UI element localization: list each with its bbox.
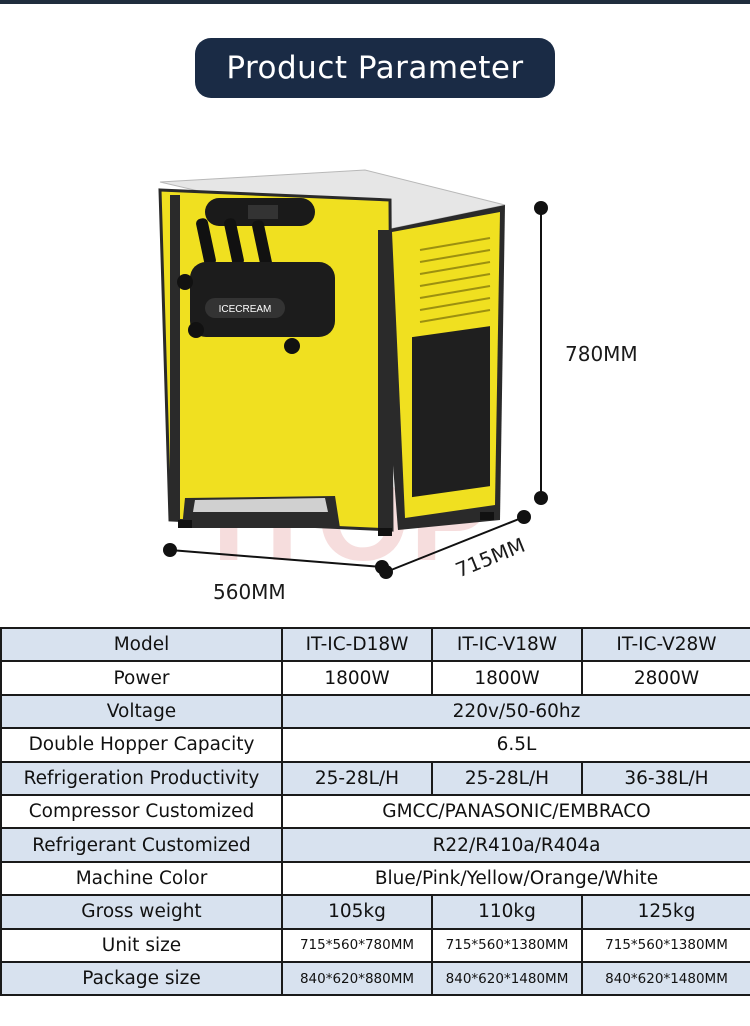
table-row: Unit size 715*560*780MM 715*560*1380MM 7…: [0, 927, 750, 963]
height-dimension-label: 780MM: [565, 342, 638, 366]
table-cell: 110kg: [431, 894, 583, 930]
row-label: Unit size: [0, 927, 283, 963]
ice-cream-machine: ICECREAM: [158, 169, 506, 536]
panel-label: ICECREAM: [219, 304, 272, 315]
table-cell: 1800W: [281, 660, 433, 696]
table-cell: 36-38L/H: [581, 760, 750, 796]
table-cell: 840*620*1480MM: [581, 960, 750, 997]
table-cell: 6.5L: [281, 727, 750, 763]
row-label: Gross weight: [0, 894, 283, 930]
table-cell: R22/R410a/R404a: [281, 827, 750, 863]
table-cell: 715*560*780MM: [281, 927, 433, 963]
row-label: Power: [0, 660, 283, 696]
row-label: Package size: [0, 960, 283, 997]
table-row: Package size 840*620*880MM 840*620*1480M…: [0, 960, 750, 997]
table-row: Voltage 220v/50-60hz: [0, 693, 750, 730]
table-row: Refrigeration Productivity 25-28L/H 25-2…: [0, 760, 750, 796]
table-cell: 715*560*1380MM: [431, 927, 583, 963]
row-label: Model: [0, 626, 283, 663]
table-row: Compressor Customized GMCC/PANASONIC/EMB…: [0, 793, 750, 830]
table-cell: 105kg: [281, 894, 433, 930]
table-cell: 1800W: [431, 660, 583, 696]
table-cell: 125kg: [581, 894, 750, 930]
table-row: Power 1800W 1800W 2800W: [0, 660, 750, 696]
page-title: Product Parameter: [195, 38, 555, 98]
table-cell: 25-28L/H: [431, 760, 583, 796]
row-label: Double Hopper Capacity: [0, 727, 283, 763]
top-border: [0, 0, 750, 4]
table-cell: IT-IC-V18W: [431, 626, 583, 663]
table-row: Machine Color Blue/Pink/Yellow/Orange/Wh…: [0, 860, 750, 897]
table-cell: IT-IC-V28W: [581, 626, 750, 663]
table-cell: 25-28L/H: [281, 760, 433, 796]
width-dimension-label: 560MM: [213, 580, 286, 604]
dimension-lines: [163, 201, 548, 579]
table-cell: 2800W: [581, 660, 750, 696]
table-cell: IT-IC-D18W: [281, 626, 433, 663]
table-row: Double Hopper Capacity 6.5L: [0, 727, 750, 763]
row-label: Refrigerant Customized: [0, 827, 283, 863]
parameter-table: Model IT-IC-D18W IT-IC-V18W IT-IC-V28W P…: [0, 626, 750, 997]
row-label: Machine Color: [0, 860, 283, 897]
row-label: Refrigeration Productivity: [0, 760, 283, 796]
table-cell: Blue/Pink/Yellow/Orange/White: [281, 860, 750, 897]
table-row: Model IT-IC-D18W IT-IC-V18W IT-IC-V28W: [0, 626, 750, 663]
table-row: Gross weight 105kg 110kg 125kg: [0, 894, 750, 930]
row-label: Voltage: [0, 693, 283, 730]
row-label: Compressor Customized: [0, 793, 283, 830]
table-cell: GMCC/PANASONIC/EMBRACO: [281, 793, 750, 830]
table-cell: 715*560*1380MM: [581, 927, 750, 963]
product-image: ITOP ICECREAM: [158, 169, 548, 586]
table-cell: 840*620*1480MM: [431, 960, 583, 997]
table-cell: 220v/50-60hz: [281, 693, 750, 730]
table-cell: 840*620*880MM: [281, 960, 433, 997]
table-row: Refrigerant Customized R22/R410a/R404a: [0, 827, 750, 863]
